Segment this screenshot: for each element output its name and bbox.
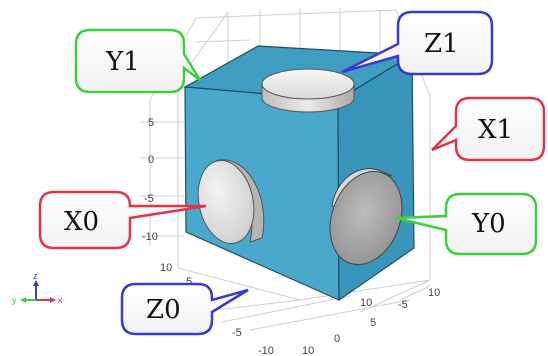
tick-label: 10 — [302, 345, 314, 356]
callout-label-x0: X0 — [64, 207, 99, 237]
tick-label: -5 — [144, 193, 154, 205]
disc-z1 — [261, 68, 355, 113]
tick-label: 5 — [186, 276, 192, 288]
tick-label: -5 — [232, 327, 242, 339]
callout-x1: X1 — [431, 96, 546, 162]
disc-y0 — [329, 168, 403, 266]
callout-z0: Z0 — [120, 282, 249, 336]
disc-x0 — [197, 159, 265, 244]
tick-label: 10 — [360, 297, 372, 309]
tick-label: 5 — [370, 317, 376, 329]
triad-x-label: x — [58, 295, 63, 305]
callout-y0: Y0 — [395, 192, 538, 256]
triad-z-label: z — [33, 271, 38, 281]
triad-y-label: y — [12, 295, 17, 305]
callout-label-z0: Z0 — [146, 295, 181, 325]
tick-label: 5 — [148, 117, 154, 129]
callout-z1: Z1 — [341, 10, 494, 76]
callout-y1: Y1 — [74, 28, 202, 94]
tick-label: 10 — [160, 262, 172, 274]
callout-label-y0: Y0 — [471, 209, 506, 239]
callout-x0: X0 — [38, 190, 207, 250]
coordinate-triad: z x y — [12, 271, 63, 305]
callout-label-z1: Z1 — [424, 29, 459, 59]
tick-label: -5 — [398, 299, 408, 311]
tick-label: 0 — [148, 154, 154, 166]
tick-label: 0 — [334, 333, 340, 345]
tick-label: -10 — [142, 231, 158, 243]
callout-label-x1: X1 — [478, 115, 513, 145]
tick-label: -10 — [258, 345, 274, 356]
tick-label: 10 — [428, 287, 440, 299]
callout-label-y1: Y1 — [105, 47, 140, 77]
